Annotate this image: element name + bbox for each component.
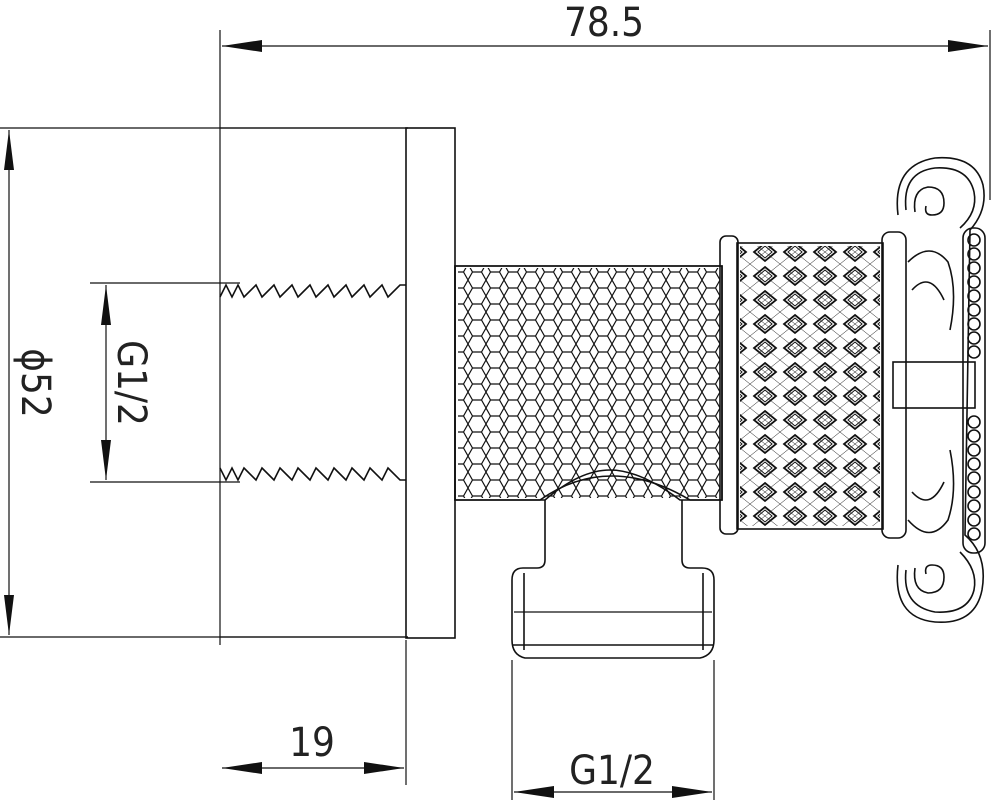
valve-body-knurled: [454, 265, 723, 501]
dimension-wall-depth: 19: [222, 640, 407, 785]
wall-depth-label: 19: [289, 720, 335, 766]
wall-flange: [220, 127, 456, 639]
dimension-inner-thread: G1/2: [90, 282, 240, 483]
inner-thread-label: G1/2: [108, 340, 154, 426]
handle-grip: [719, 231, 907, 539]
dimension-outlet-thread: G1/2: [511, 660, 715, 800]
dimension-body-diameter: ϕ52: [0, 127, 408, 638]
ornamental-cap: [892, 156, 986, 623]
outlet-fitting: [511, 500, 715, 659]
inner-thread-teeth: [219, 283, 406, 482]
dimension-overall-length: 78.5: [219, 0, 991, 645]
body-diameter-label: ϕ52: [12, 348, 58, 418]
outlet-thread-label: G1/2: [569, 748, 655, 794]
overall-length-label: 78.5: [564, 0, 644, 46]
bead-column: [967, 233, 981, 541]
